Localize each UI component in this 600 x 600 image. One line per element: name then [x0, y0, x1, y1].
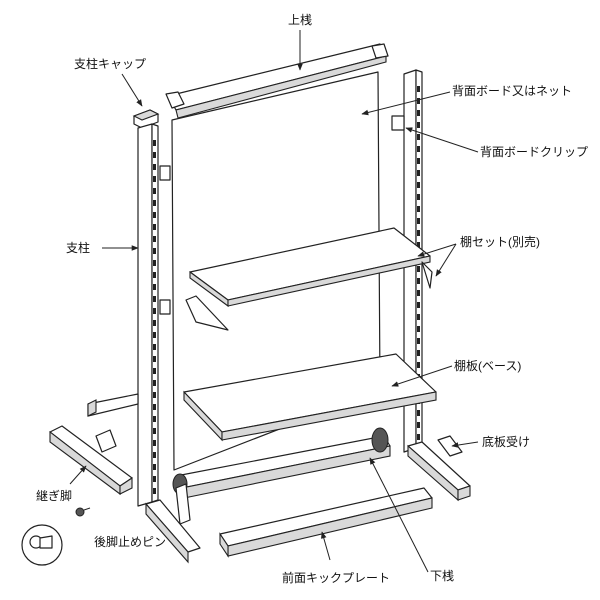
- post-slot: [153, 488, 156, 494]
- post-slot: [153, 476, 156, 482]
- post-slot: [153, 368, 156, 374]
- post-slot: [153, 320, 156, 326]
- post-slot: [153, 200, 156, 206]
- post-slot: [153, 356, 156, 362]
- post-slot: [153, 416, 156, 422]
- shelf-base: [183, 353, 437, 442]
- post-slot: [417, 290, 420, 296]
- post-slot: [417, 242, 420, 248]
- label-back-board: 背面ボード又はネット: [452, 84, 572, 98]
- label-joint-leg: 継ぎ脚: [36, 488, 72, 503]
- label-bottom-rail: 下桟: [430, 569, 454, 583]
- post-slot: [417, 434, 420, 440]
- shelf-set: [185, 227, 433, 331]
- post-slot: [417, 170, 420, 176]
- post-slot: [153, 140, 156, 146]
- side-bottom-rail: [87, 393, 139, 417]
- post-slot: [153, 380, 156, 386]
- label-post: 支柱: [66, 240, 90, 255]
- label-rear-leg-pin: 後脚止めピン: [94, 534, 166, 549]
- post-slot: [153, 392, 156, 398]
- post-slot: [153, 284, 156, 290]
- back-board-clip: [159, 115, 405, 315]
- front-kick-plate: [219, 487, 433, 558]
- post-slot: [417, 122, 420, 128]
- leader-lines: [69, 30, 479, 573]
- rear-leg-pin: [21, 507, 91, 566]
- post-slot: [153, 164, 156, 170]
- post-slot: [153, 212, 156, 218]
- post-slot: [153, 260, 156, 266]
- post-slot: [153, 272, 156, 278]
- label-shelf-set: 棚セット(別売): [460, 234, 540, 249]
- left-leg: [145, 499, 201, 564]
- post-slot: [153, 440, 156, 446]
- post-slot: [417, 350, 420, 356]
- post-slot: [417, 98, 420, 104]
- post-slot: [153, 236, 156, 242]
- label-top-rail: 上桟: [288, 13, 312, 27]
- post-slot: [417, 110, 420, 116]
- post-slot: [417, 146, 420, 152]
- post-slot: [153, 464, 156, 470]
- post-slot: [153, 224, 156, 230]
- label-post-cap: 支柱キャップ: [74, 56, 146, 71]
- right-leg: [407, 441, 471, 502]
- post-slot: [153, 344, 156, 350]
- bottom-bracket: [95, 429, 463, 525]
- label-front-kick-plate: 前面キックプレート: [282, 570, 390, 585]
- post-slot: [417, 326, 420, 332]
- post-slot: [153, 332, 156, 338]
- top-rail: [165, 43, 389, 119]
- joint-leg: [49, 425, 133, 496]
- post-slot: [417, 278, 420, 284]
- post-slot: [153, 308, 156, 314]
- post-slot: [417, 218, 420, 224]
- post-slot: [417, 266, 420, 272]
- post-slot: [417, 230, 420, 236]
- post-slot: [417, 86, 420, 92]
- post-slot: [153, 248, 156, 254]
- post-slot: [417, 338, 420, 344]
- post-slot: [417, 302, 420, 308]
- labels: 上桟 支柱キャップ 背面ボード又はネット 背面ボードクリップ 支柱 棚セット(別…: [36, 13, 588, 585]
- post-slot: [417, 410, 420, 416]
- post-slot: [417, 182, 420, 188]
- post-slot: [153, 296, 156, 302]
- post-slot: [417, 134, 420, 140]
- post-slot: [417, 194, 420, 200]
- label-back-board-clip: 背面ボードクリップ: [480, 145, 588, 159]
- post-slot: [417, 158, 420, 164]
- post-slot: [417, 362, 420, 368]
- post-slot: [417, 314, 420, 320]
- post-slot: [153, 452, 156, 458]
- post-slot: [417, 422, 420, 428]
- label-bottom-bracket: 底板受け: [482, 434, 530, 449]
- post-slot: [153, 176, 156, 182]
- left-post: [137, 123, 159, 507]
- post-slot: [153, 152, 156, 158]
- post-slot: [153, 428, 156, 434]
- post-slot: [153, 188, 156, 194]
- post-slot: [153, 404, 156, 410]
- label-shelf-base: 棚板(ベース): [454, 358, 521, 373]
- post-slot: [417, 206, 420, 212]
